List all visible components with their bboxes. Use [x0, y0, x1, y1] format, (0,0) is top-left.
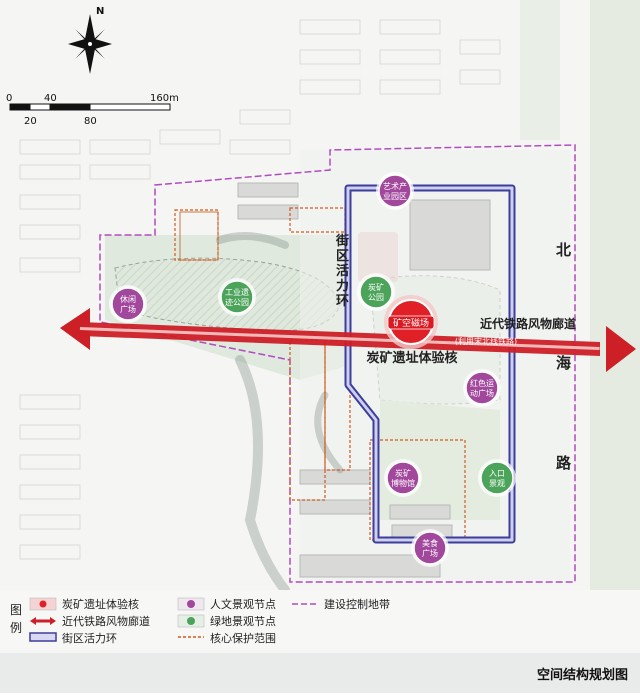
legend-ring-symbol [29, 632, 57, 642]
scale-tick-top: 160m [150, 93, 179, 104]
node-circle [386, 461, 420, 495]
street-ring-char: 活 [336, 263, 349, 279]
scale-tick-top: 0 [6, 93, 12, 104]
node-circle [220, 280, 254, 314]
node-circle [111, 287, 145, 321]
node-label: 艺术产 [383, 181, 407, 191]
node-label: 迹公园 [225, 297, 249, 307]
legend-label: 人文景观节点 [210, 597, 276, 611]
legend-title-char: 例 [10, 621, 22, 635]
street-ring-label: 街 区 活 力 环 [335, 233, 349, 309]
legend-green-symbol [177, 614, 205, 628]
corridor-arrow-west [60, 308, 90, 350]
node-circle [359, 275, 393, 309]
road-name-label: 北 海 路 [556, 241, 572, 472]
legend-corridor-symbol [30, 617, 56, 625]
site-buildings [179, 182, 491, 578]
watermark [216, 232, 398, 595]
legend-label: 街区活力环 [62, 631, 117, 645]
road-name-char: 北 [556, 241, 571, 259]
scale-bar: 0 40 160m 20 80 [6, 93, 179, 127]
road-name-char: 路 [556, 454, 572, 472]
legend-cultural-symbol [177, 597, 205, 611]
compass-rose-icon [68, 14, 112, 74]
node-label: 公园 [368, 293, 384, 302]
construction-control-zone [99, 144, 576, 583]
street-ring-char: 区 [336, 249, 349, 264]
node-label: 炭矿 [368, 282, 384, 292]
node-label: 红色运 [470, 378, 494, 388]
node-label: 广场 [422, 548, 438, 558]
corridor-name-label: 近代铁路风物廊道 [480, 316, 576, 331]
compass-north-label: N [96, 6, 104, 17]
node-label: 景观 [489, 479, 505, 488]
node-label: 休闲 [120, 294, 136, 304]
legend-core-symbol [29, 597, 57, 611]
node-circle [480, 461, 514, 495]
node-label: 广场 [120, 304, 136, 314]
map-caption: 空间结构规划图 [537, 667, 628, 683]
legend-title-char: 图 [10, 603, 22, 617]
street-vitality-ring-inner [346, 186, 514, 542]
legend-label: 炭矿遗址体验核 [62, 597, 139, 611]
legend-panel [0, 590, 640, 650]
core-badge-text: 矿空磁场 [393, 317, 429, 329]
railway-corridor [60, 308, 636, 372]
scale-tick-top: 40 [44, 93, 57, 104]
context-buildings [19, 19, 501, 560]
node-circle [413, 531, 447, 565]
street-ring-char: 环 [336, 294, 349, 309]
node-label: 业园区 [383, 191, 407, 201]
experience-core: 矿空磁场 [384, 295, 438, 349]
node-circle [465, 371, 499, 405]
node-label: 动广场 [470, 388, 494, 398]
caption-bar [0, 653, 640, 693]
core-name-label: 炭矿遗址体验核 [366, 350, 457, 366]
legend-label: 核心保护范围 [210, 631, 276, 645]
legend-label: 绿地景观节点 [210, 614, 276, 628]
tree-belt [590, 0, 640, 640]
node-label: 美食 [422, 538, 438, 548]
corridor-arrow-east [606, 326, 636, 372]
legend-label: 建设控制地带 [324, 597, 390, 611]
legend-label: 近代铁路风物廊道 [62, 614, 150, 628]
road-name-char: 海 [556, 354, 571, 372]
corridor-sub-label: (利用宋北线铁路) [455, 336, 517, 346]
node-circle [378, 174, 412, 208]
street-ring-char: 力 [336, 278, 349, 294]
node-label: 炭矿 [395, 468, 411, 478]
node-label: 入口 [489, 469, 505, 478]
scale-tick-bottom: 20 [24, 116, 37, 127]
node-label: 工业遗 [225, 287, 249, 297]
node-label: 博物馆 [391, 478, 415, 488]
scale-tick-bottom: 80 [84, 116, 97, 127]
tree-belt-north [520, 0, 560, 140]
street-ring-char: 街 [335, 233, 349, 249]
